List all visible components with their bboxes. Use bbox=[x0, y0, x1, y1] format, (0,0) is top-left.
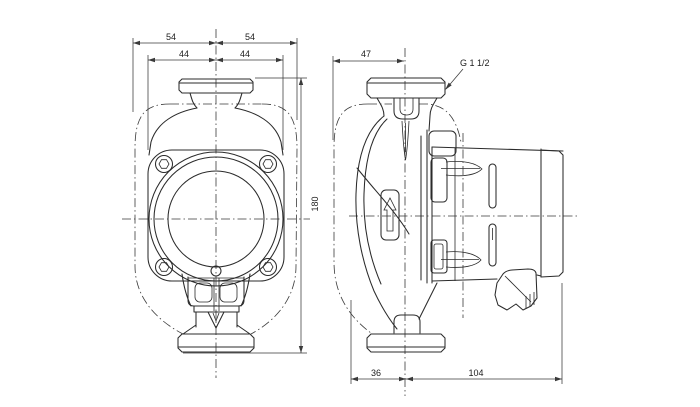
motor-body bbox=[431, 146, 564, 284]
dim-label: 44 bbox=[240, 49, 250, 59]
flow-direction-arrow-icon bbox=[380, 189, 400, 241]
side-view bbox=[333, 48, 578, 396]
front-volute bbox=[181, 273, 251, 335]
dimension-width-54-54: 54 54 bbox=[132, 32, 298, 120]
vent-slot bbox=[488, 163, 497, 209]
dim-label: 54 bbox=[166, 32, 176, 42]
dim-label: 44 bbox=[179, 49, 189, 59]
front-neck bbox=[148, 92, 284, 156]
side-neck bbox=[376, 97, 438, 161]
dimension-height-180: 180 bbox=[183, 77, 320, 354]
clip-detail bbox=[445, 251, 482, 268]
dim-label: 104 bbox=[468, 368, 483, 378]
side-top-flange bbox=[366, 77, 446, 99]
front-insulation-shell-outline bbox=[134, 103, 298, 335]
dimension-top-47: 47 bbox=[332, 49, 404, 140]
thread-callout: G 1 1/2 bbox=[445, 58, 490, 90]
bolt-head-icon bbox=[262, 262, 274, 272]
clip-detail bbox=[445, 161, 483, 177]
dim-label: 180 bbox=[310, 196, 320, 211]
vent-slot bbox=[488, 223, 497, 267]
dimension-flange-44-44: 44 44 bbox=[147, 49, 284, 150]
front-stator-face bbox=[148, 151, 284, 287]
bolt-head-icon bbox=[158, 159, 170, 169]
dim-label: 47 bbox=[361, 49, 371, 59]
dimensions: 54 54 44 44 180 47 bbox=[132, 32, 563, 384]
bolt-head-icon bbox=[262, 159, 274, 169]
side-insulation-shell-outline bbox=[333, 103, 462, 334]
front-view bbox=[122, 29, 310, 378]
side-bottom-flange bbox=[366, 314, 446, 353]
dim-label: 36 bbox=[371, 368, 381, 378]
dimension-bottom-36-104: 36 104 bbox=[350, 283, 563, 384]
shaft-tip bbox=[401, 120, 410, 161]
front-top-flange bbox=[178, 78, 254, 94]
vent-boss bbox=[210, 265, 222, 277]
plug-connector bbox=[494, 268, 538, 311]
drain-tip bbox=[207, 311, 225, 329]
bolt-head-icon bbox=[158, 262, 170, 272]
dim-label: 54 bbox=[245, 32, 255, 42]
side-terminal-details bbox=[428, 130, 483, 274]
thread-label: G 1 1/2 bbox=[460, 58, 490, 68]
front-bottom-flange bbox=[177, 333, 255, 353]
side-pump-housing bbox=[355, 115, 438, 330]
